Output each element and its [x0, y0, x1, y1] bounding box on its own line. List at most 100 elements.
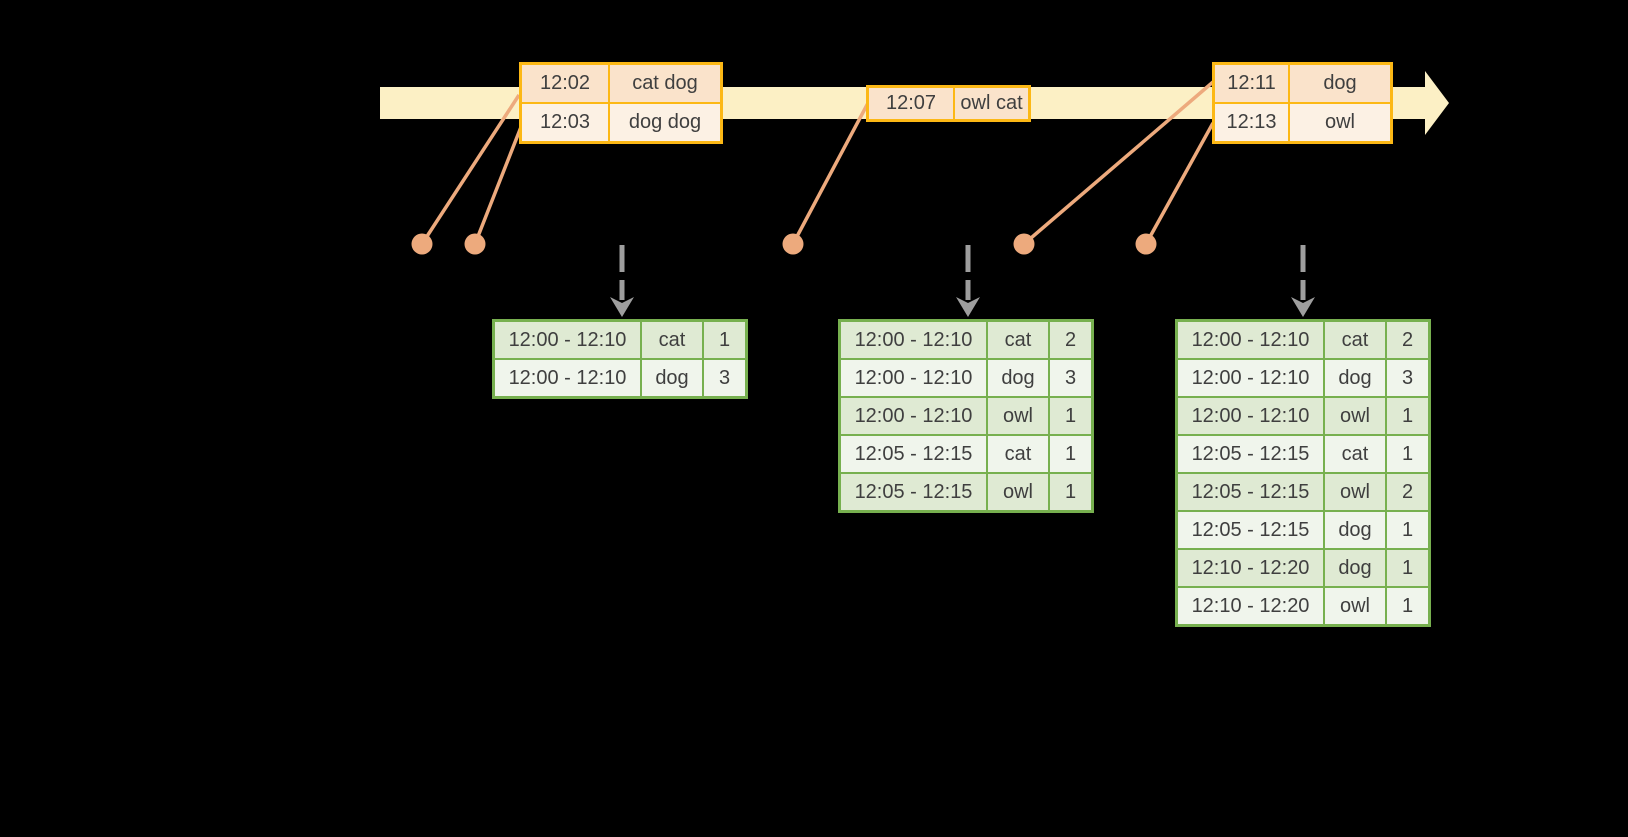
word-cell: owl — [1323, 586, 1387, 627]
time-cell: 12:02 — [519, 62, 610, 104]
window-cell: 12:00 - 12:10 — [838, 396, 988, 436]
count-cell: 2 — [1048, 319, 1094, 360]
time-cell: 12:13 — [1212, 102, 1290, 144]
word-cell: cat — [1323, 319, 1387, 360]
time-cell: 12:03 — [519, 102, 610, 144]
event-dot — [782, 233, 804, 255]
window-cell: 12:10 - 12:20 — [1175, 586, 1325, 627]
event-connector-line — [473, 126, 523, 245]
window-cell: 12:00 - 12:10 — [1175, 319, 1325, 360]
word-cell: cat — [640, 319, 704, 360]
window-cell: 12:00 - 12:10 — [1175, 396, 1325, 436]
event-dots — [411, 233, 1157, 255]
trigger-arrow — [1291, 245, 1315, 317]
word-cell: dog — [986, 358, 1050, 398]
count-cell: 2 — [1385, 319, 1431, 360]
window-cell: 12:00 - 12:10 — [492, 319, 642, 360]
word-cell: dog — [1323, 548, 1387, 588]
trigger-arrow — [610, 245, 634, 317]
count-cell: 3 — [1048, 358, 1094, 398]
count-cell: 1 — [1385, 548, 1431, 588]
window-cell: 12:05 - 12:15 — [838, 472, 988, 513]
count-cell: 1 — [1048, 472, 1094, 513]
event-dot — [464, 233, 486, 255]
event-connectors — [420, 80, 1215, 246]
window-cell: 12:10 - 12:20 — [1175, 548, 1325, 588]
event-connector-line — [1022, 80, 1215, 246]
trigger-arrow — [956, 245, 980, 317]
arrow-down-icon — [956, 297, 980, 317]
count-cell: 1 — [1385, 510, 1431, 550]
word-cell: cat — [986, 319, 1050, 360]
window-cell: 12:05 - 12:15 — [1175, 434, 1325, 474]
words-cell: cat dog — [608, 62, 723, 104]
window-cell: 12:00 - 12:10 — [492, 358, 642, 399]
window-cell: 12:00 - 12:10 — [1175, 358, 1325, 398]
word-cell: owl — [1323, 472, 1387, 512]
count-cell: 3 — [702, 358, 748, 399]
time-cell: 12:11 — [1212, 62, 1290, 104]
words-cell: dog dog — [608, 102, 723, 144]
word-cell: cat — [1323, 434, 1387, 474]
count-cell: 2 — [1385, 472, 1431, 512]
window-cell: 12:00 - 12:10 — [838, 319, 988, 360]
event-dot — [411, 233, 433, 255]
event-connector-line — [791, 102, 870, 245]
trigger-arrows — [610, 245, 1315, 317]
window-cell: 12:05 - 12:15 — [1175, 510, 1325, 550]
count-cell: 1 — [702, 319, 748, 360]
word-cell: dog — [640, 358, 704, 399]
word-cell: cat — [986, 434, 1050, 474]
words-cell: owl cat — [953, 85, 1031, 122]
event-dot — [1135, 233, 1157, 255]
event-connector-line — [420, 94, 521, 245]
word-cell: dog — [1323, 358, 1387, 398]
count-cell: 1 — [1385, 586, 1431, 627]
count-cell: 1 — [1385, 434, 1431, 474]
arrow-down-icon — [610, 297, 634, 317]
count-cell: 1 — [1048, 396, 1094, 436]
word-cell: dog — [1323, 510, 1387, 550]
window-cell: 12:00 - 12:10 — [838, 358, 988, 398]
count-cell: 1 — [1385, 396, 1431, 436]
event-connector-line — [1144, 122, 1215, 245]
arrow-down-icon — [1291, 297, 1315, 317]
event-dot — [1013, 233, 1035, 255]
word-cell: owl — [986, 396, 1050, 436]
words-cell: dog — [1288, 62, 1393, 104]
window-cell: 12:05 - 12:15 — [1175, 472, 1325, 512]
count-cell: 3 — [1385, 358, 1431, 398]
word-cell: owl — [986, 472, 1050, 513]
